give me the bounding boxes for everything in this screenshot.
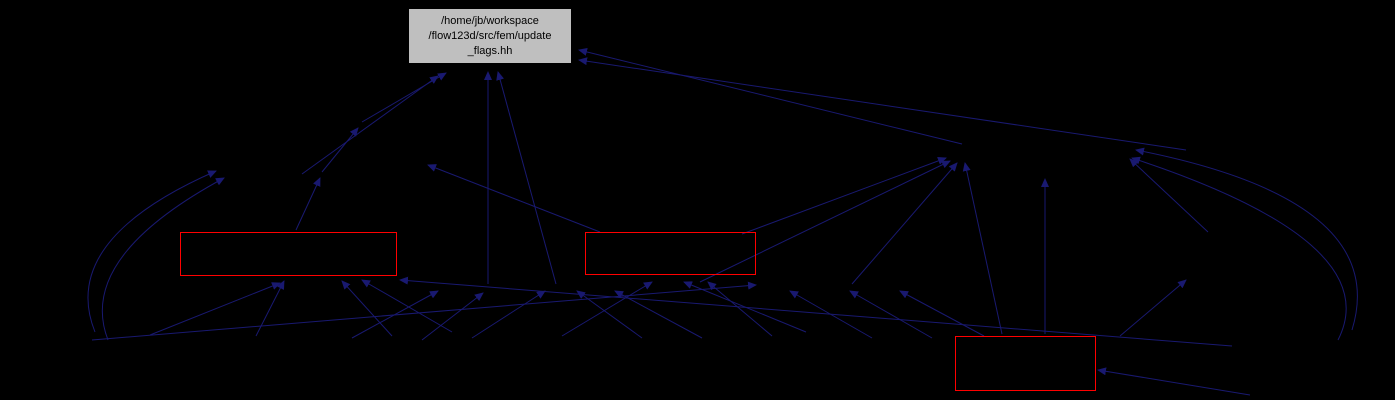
linked-node-2[interactable] <box>585 232 756 275</box>
node-update-flags: /home/jb/workspace /flow123d/src/fem/upd… <box>408 8 572 64</box>
node-update-flags-line3: _flags.hh <box>467 44 513 57</box>
node-update-flags-line2: /flow123d/src/fem/update <box>428 29 552 42</box>
linked-node-3[interactable] <box>955 336 1096 391</box>
linked-node-1[interactable] <box>180 232 397 276</box>
node-update-flags-line1: /home/jb/workspace <box>441 14 539 27</box>
